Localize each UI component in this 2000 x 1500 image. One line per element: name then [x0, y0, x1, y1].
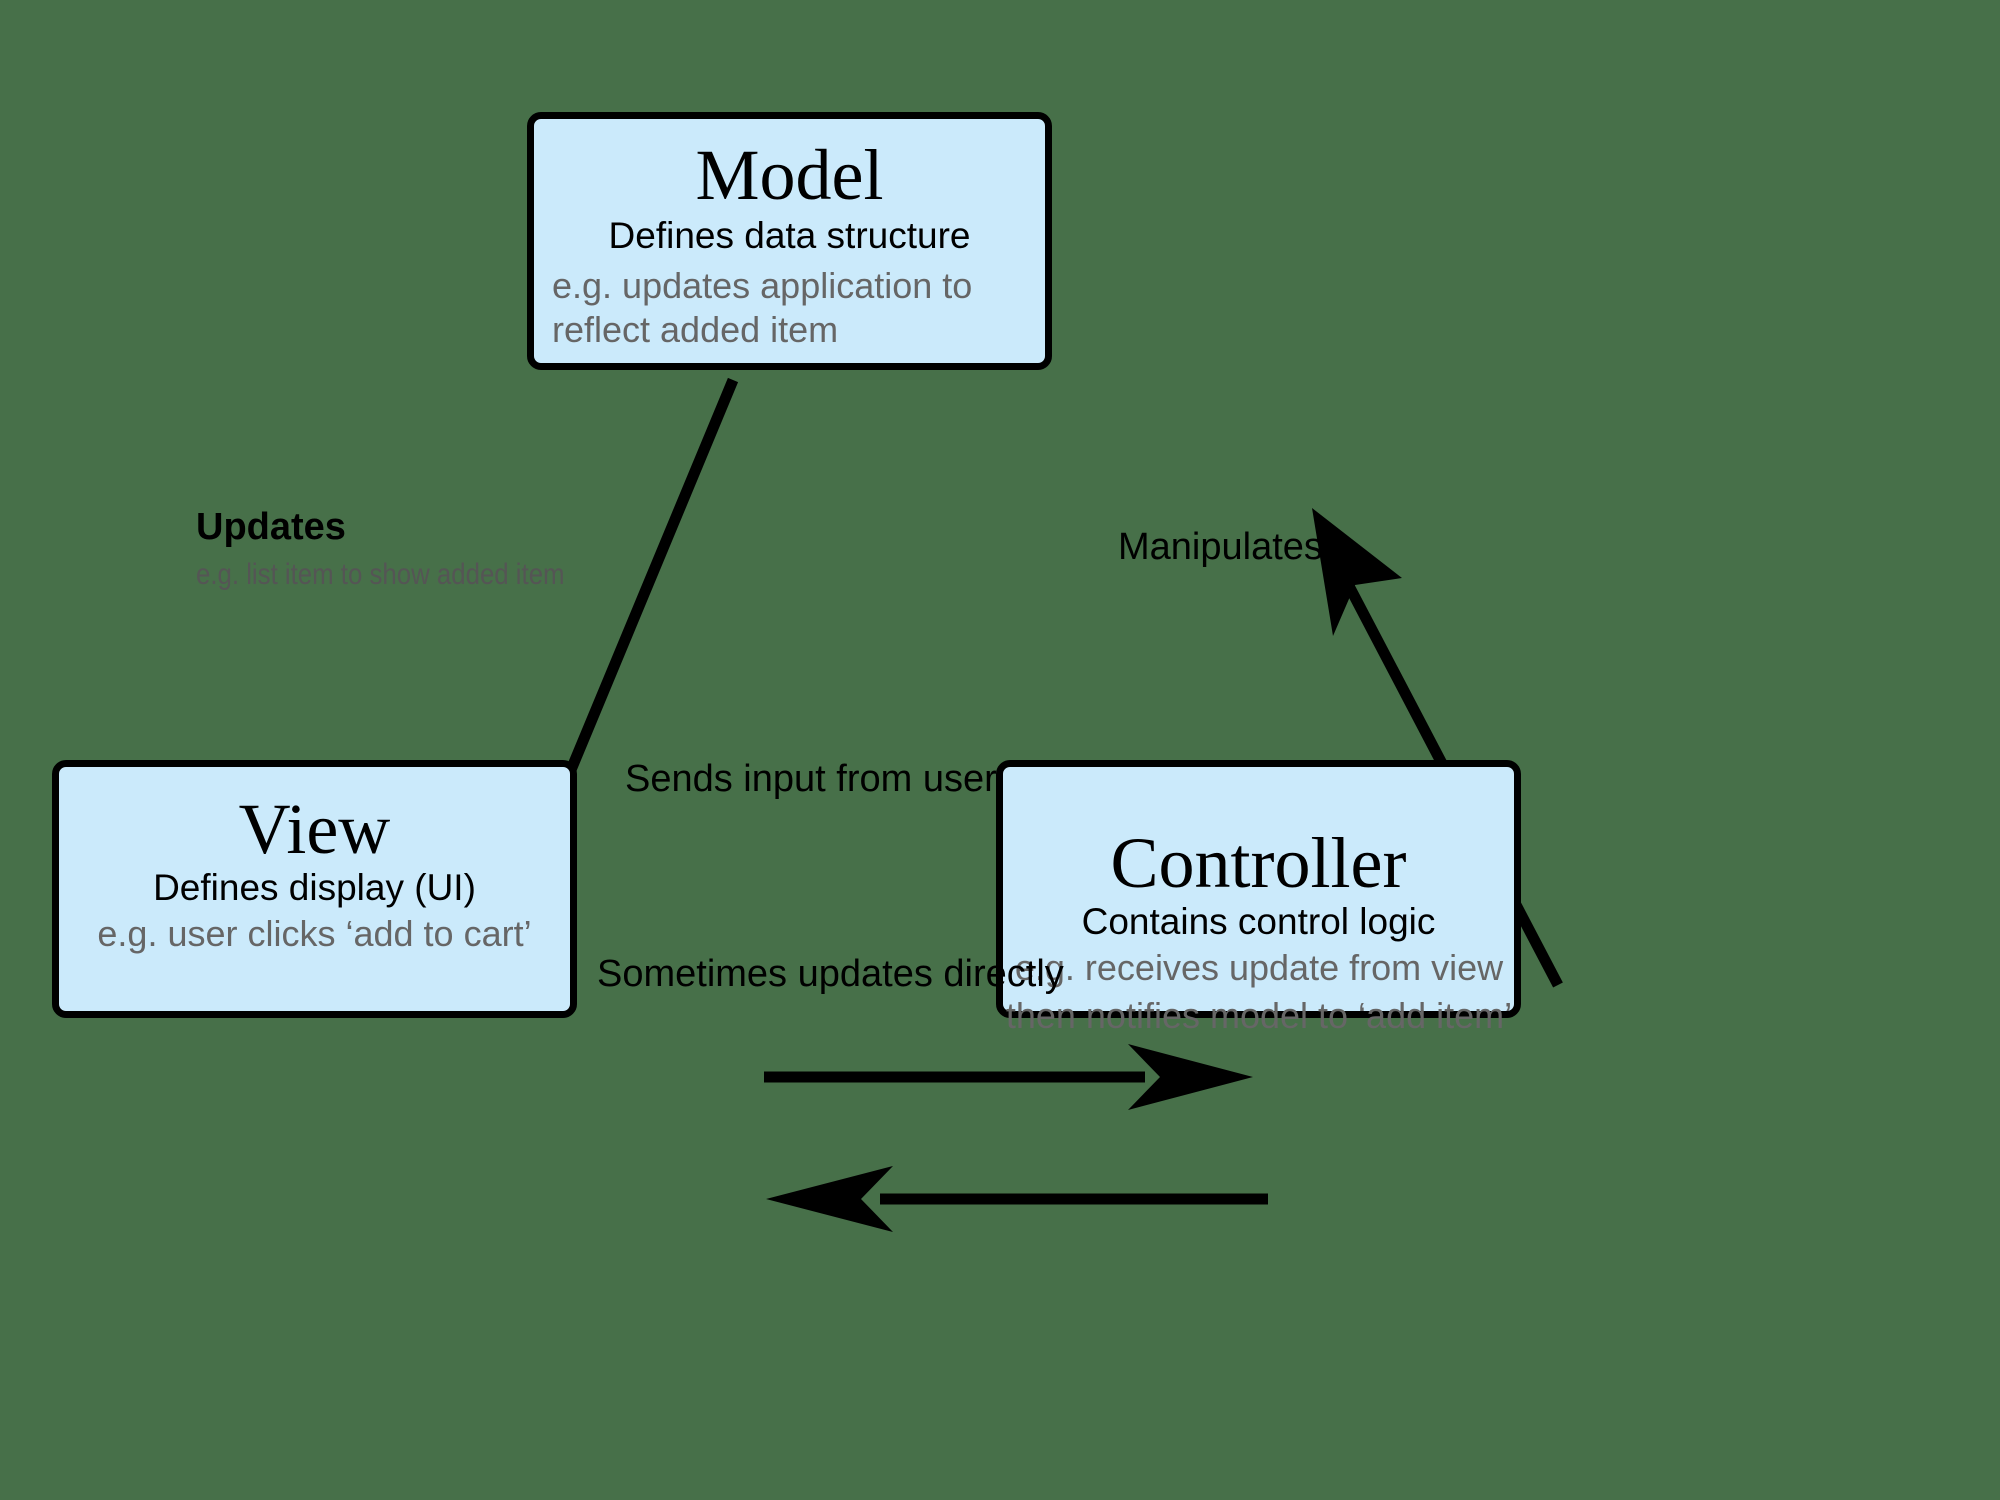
node-controller-example-line2: then notifies model to ‘add item’ [1005, 994, 1513, 1036]
node-model-title: Model [695, 135, 884, 215]
edge-label-sends-input-title: Sends input from user [625, 758, 997, 800]
arrow-view-to-controller [764, 1044, 1253, 1110]
edge-label-sometimes-updates: Sometimes updates directly [597, 955, 1064, 993]
node-controller-title: Controller [1110, 823, 1407, 903]
edge-label-manipulates-title: Manipulates [1118, 526, 1323, 568]
node-controller[interactable]: Controller Contains control logic e.g. r… [996, 760, 1521, 1036]
node-model[interactable]: Model Defines data structure e.g. update… [527, 112, 1052, 370]
edge-label-updates-example: e.g. list item to show added item [196, 558, 565, 591]
node-model-subtitle: Defines data structure [608, 215, 971, 256]
node-view-example: e.g. user clicks ‘add to cart’ [97, 912, 532, 954]
node-controller-subtitle: Contains control logic [1081, 901, 1436, 942]
node-view[interactable]: View Defines display (UI) e.g. user clic… [52, 760, 577, 1018]
edge-label-sometimes-updates-title: Sometimes updates directly [597, 953, 1064, 995]
node-view-subtitle: Defines display (UI) [153, 867, 476, 908]
node-controller-example-line1: e.g. receives update from view [1014, 946, 1504, 988]
node-model-example: e.g. updates application to reflect adde… [552, 264, 973, 350]
arrow-controller-to-view [766, 1166, 1268, 1232]
edge-label-manipulates: Manipulates [1118, 528, 1323, 566]
edge-label-sends-input: Sends input from user [625, 760, 997, 798]
edge-label-updates-title: Updates [196, 506, 346, 548]
edge-label-updates: Updates e.g. list item to show added ite… [196, 508, 625, 590]
node-view-title: View [238, 789, 391, 869]
